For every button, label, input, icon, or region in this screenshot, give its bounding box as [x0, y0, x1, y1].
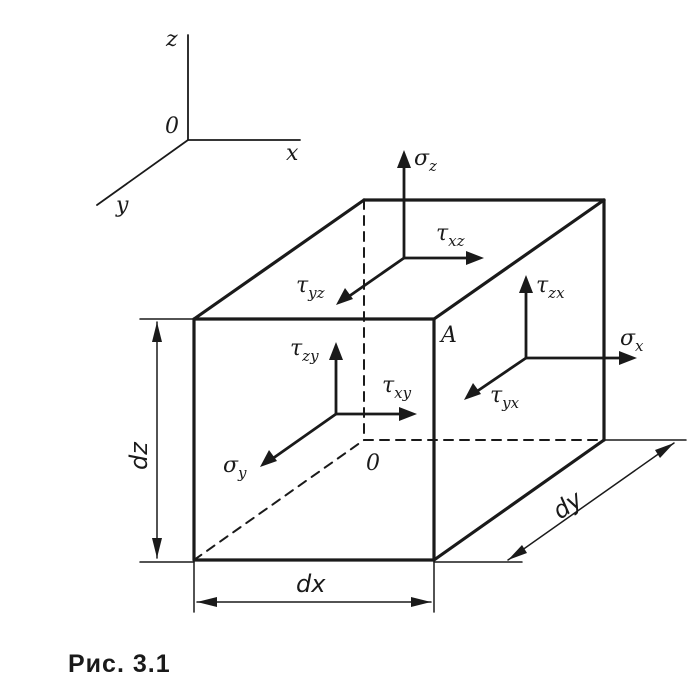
- dx-label: dx: [296, 570, 326, 598]
- front-face-stresses: τzy τxy σy: [223, 336, 417, 482]
- cube-edge-top-left: [192, 198, 366, 321]
- tau-zy-arrowhead: [329, 342, 343, 360]
- cube-hidden-edge-depth: [193, 439, 365, 561]
- cube: A 0: [192, 198, 606, 562]
- dy-arrowhead-back: [655, 443, 674, 458]
- dy-arrowhead-front: [508, 545, 527, 560]
- tau-yx-label: τyx: [490, 383, 520, 412]
- y-axis: [96, 139, 189, 206]
- top-face-stresses: σz τxz τyz: [296, 146, 484, 305]
- axes-origin-label: 0: [165, 114, 179, 139]
- dy-dimension-line: [507, 442, 675, 561]
- tau-yz-label: τyz: [296, 273, 325, 302]
- dz-label: dz: [125, 441, 153, 470]
- dz-arrowhead-top: [152, 322, 162, 342]
- cube-edge-top-right: [432, 198, 606, 321]
- reference-axes: z x y 0: [96, 27, 301, 218]
- sigma-x-arrowhead: [619, 351, 637, 365]
- sigma-x-label: σx: [620, 326, 644, 355]
- dimension-dz: dz: [125, 318, 195, 563]
- tau-yz-arrow: [346, 256, 406, 299]
- origin-label-0: 0: [366, 451, 380, 476]
- corner-label-A: A: [439, 323, 457, 348]
- figure-caption: Рис. 3.1: [68, 650, 171, 678]
- sigma-y-arrow: [270, 412, 338, 461]
- z-axis-label: z: [165, 27, 178, 52]
- sigma-y-arrowhead: [260, 450, 277, 467]
- tau-zy-label: τzy: [290, 336, 319, 365]
- tau-xy-label: τxy: [382, 373, 412, 402]
- dimension-dx: dx: [193, 559, 435, 613]
- tau-xy-arrowhead: [399, 407, 417, 421]
- tau-xz-arrowhead: [466, 251, 484, 265]
- dx-arrowhead-right: [411, 597, 431, 607]
- dy-label: dy: [547, 485, 588, 525]
- y-axis-label: y: [115, 193, 129, 218]
- sigma-z-label: σz: [414, 146, 437, 175]
- sigma-z-arrowhead: [397, 150, 411, 168]
- dimension-dy: dy: [433, 439, 687, 563]
- dz-arrowhead-bottom: [152, 538, 162, 558]
- tau-zx-label: τzx: [536, 273, 565, 302]
- dx-arrowhead-left: [197, 597, 217, 607]
- tau-yx-arrowhead: [464, 383, 481, 400]
- right-face-stresses: τzx σx τyx: [464, 273, 644, 412]
- tau-xz-label: τxz: [436, 221, 465, 250]
- x-axis-label: x: [286, 141, 299, 166]
- tau-yx-arrow: [474, 356, 528, 394]
- cube-edge-bottom-right: [432, 438, 606, 562]
- tau-yz-arrowhead: [336, 288, 353, 305]
- sigma-y-label: σy: [223, 453, 247, 482]
- tau-zx-arrowhead: [519, 275, 533, 293]
